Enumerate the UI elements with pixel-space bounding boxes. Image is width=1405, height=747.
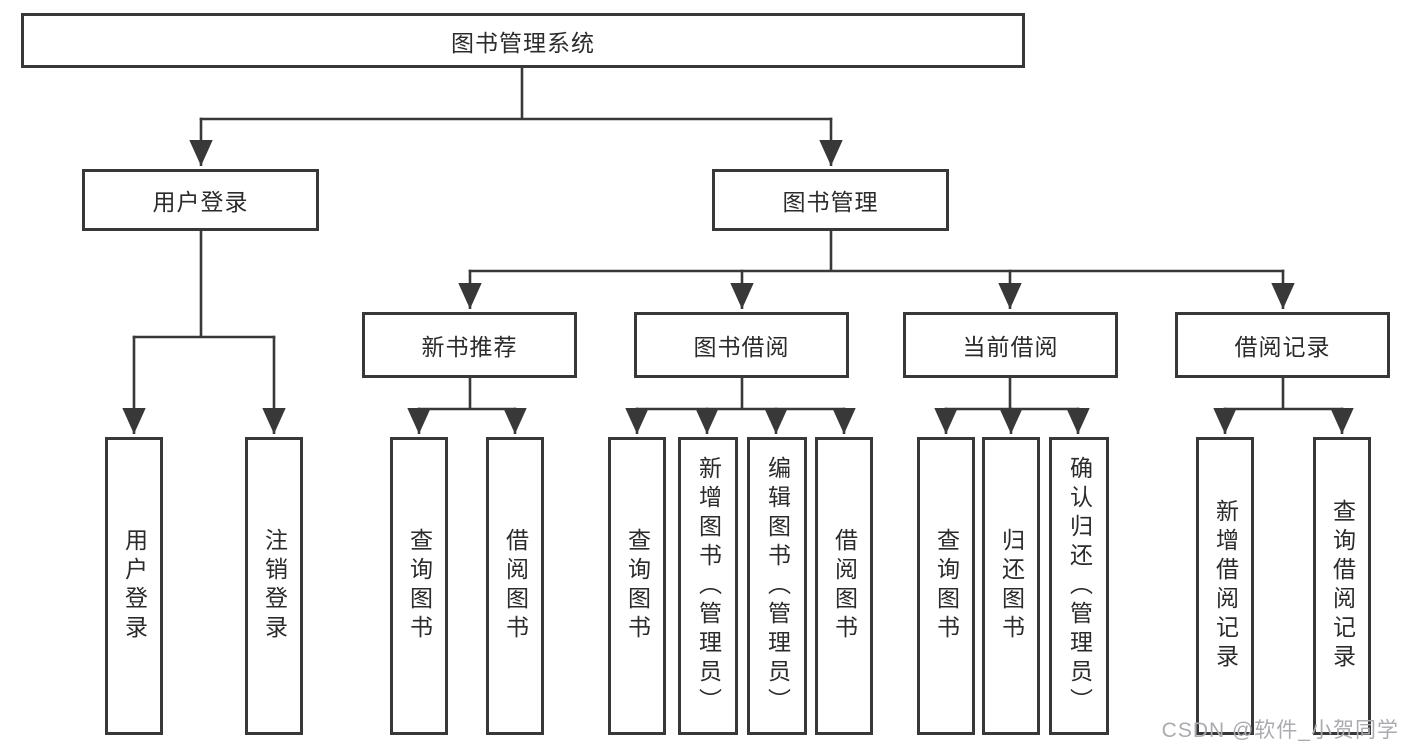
leaf-nb-borrow-books: 借阅图书 <box>486 437 544 735</box>
leaf-cb-confirm-return-admin: 确认归还（管理员） <box>1049 437 1109 735</box>
leaf-br-query-record: 查询借阅记录 <box>1313 437 1371 735</box>
node-borrowing-records-label: 借阅记录 <box>1234 334 1331 360</box>
node-book-management: 图书管理 <box>712 169 949 231</box>
leaf-cb-return-books: 归还图书 <box>982 437 1040 735</box>
node-book-borrowing: 图书借阅 <box>634 312 849 378</box>
leaf-logout-label: 注销登录 <box>261 528 288 644</box>
leaf-br-query-record-label: 查询借阅记录 <box>1329 499 1356 673</box>
node-root-label: 图书管理系统 <box>451 29 595 56</box>
leaf-bb-query-books-label: 查询图书 <box>624 528 651 644</box>
leaf-bb-borrow-books-label: 借阅图书 <box>831 528 858 644</box>
node-user-login-label: 用户登录 <box>152 189 249 215</box>
leaf-br-add-record: 新增借阅记录 <box>1196 437 1254 735</box>
leaf-bb-add-book-admin-label: 新增图书（管理员） <box>695 455 722 717</box>
leaf-bb-add-book-admin: 新增图书（管理员） <box>678 437 738 735</box>
leaf-bb-edit-book-admin-label: 编辑图书（管理员） <box>764 455 791 717</box>
node-current-borrowing: 当前借阅 <box>903 312 1118 378</box>
node-book-borrowing-label: 图书借阅 <box>693 334 790 360</box>
node-root: 图书管理系统 <box>21 13 1025 68</box>
leaf-bb-borrow-books: 借阅图书 <box>815 437 873 735</box>
leaf-nb-query-books-label: 查询图书 <box>406 528 433 644</box>
leaf-logout: 注销登录 <box>245 437 303 735</box>
node-borrowing-records: 借阅记录 <box>1175 312 1390 378</box>
node-user-login: 用户登录 <box>82 169 319 231</box>
leaf-br-add-record-label: 新增借阅记录 <box>1212 499 1239 673</box>
leaf-cb-query-books: 查询图书 <box>917 437 975 735</box>
leaf-nb-query-books: 查询图书 <box>390 437 448 735</box>
leaf-cb-confirm-return-admin-label: 确认归还（管理员） <box>1066 455 1093 717</box>
leaf-bb-query-books: 查询图书 <box>608 437 666 735</box>
node-new-book-recommendation: 新书推荐 <box>362 312 577 378</box>
leaf-cb-query-books-label: 查询图书 <box>933 528 960 644</box>
leaf-bb-edit-book-admin: 编辑图书（管理员） <box>747 437 807 735</box>
leaf-user-login-label: 用户登录 <box>121 528 148 644</box>
leaf-cb-return-books-label: 归还图书 <box>998 528 1025 644</box>
node-new-book-recommendation-label: 新书推荐 <box>421 334 518 360</box>
node-current-borrowing-label: 当前借阅 <box>962 334 1059 360</box>
leaf-user-login: 用户登录 <box>105 437 163 735</box>
csdn-watermark: CSDN @软件_小贺同学 <box>1161 719 1399 742</box>
leaf-nb-borrow-books-label: 借阅图书 <box>502 528 529 644</box>
node-book-management-label: 图书管理 <box>782 189 879 215</box>
